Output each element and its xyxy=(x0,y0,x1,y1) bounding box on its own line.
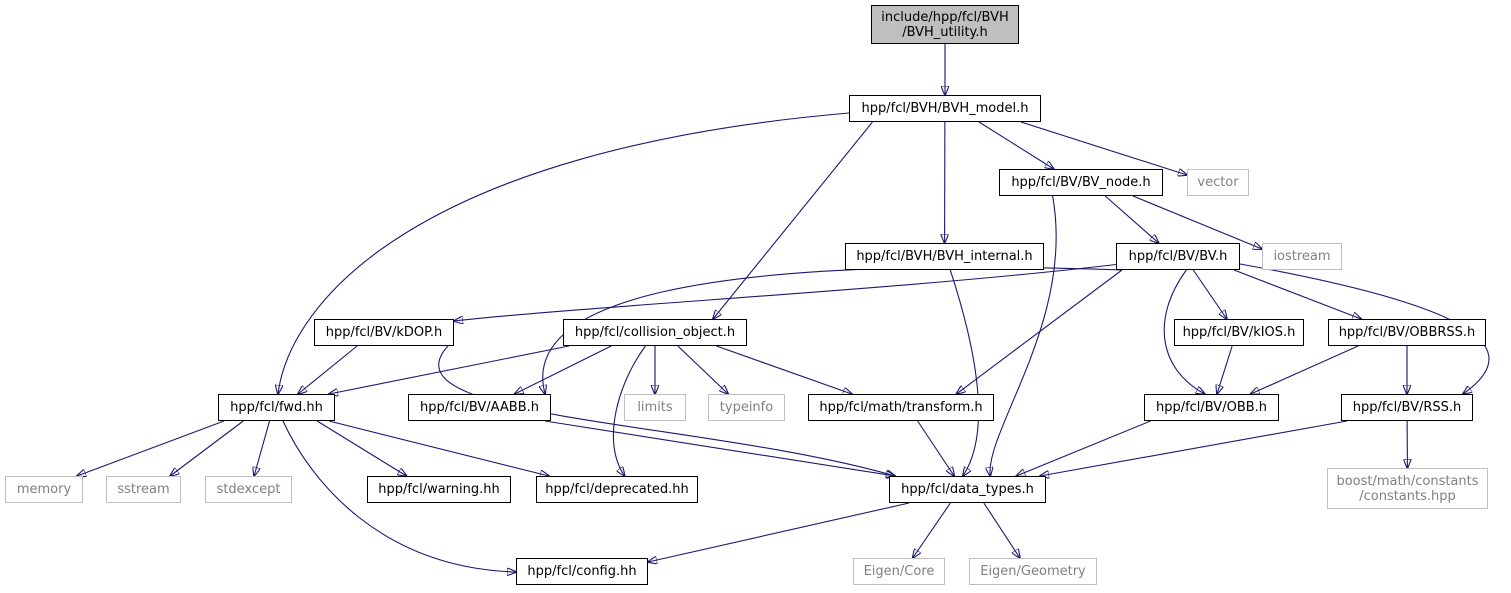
node-stdexcept: stdexcept xyxy=(205,476,292,503)
edge-bv-node-to-data-types xyxy=(990,196,1056,476)
node-warning[interactable]: hpp/fcl/warning.hh xyxy=(367,476,511,503)
node-label-line: /BVH_utility.h xyxy=(902,25,988,40)
edge-data-types-to-eigen-geometry xyxy=(984,503,1020,558)
node-sstream: sstream xyxy=(106,476,181,503)
node-label-line: limits xyxy=(637,400,672,415)
node-label-line: hpp/fcl/BV/kDOP.h xyxy=(326,325,443,340)
edge-bv-h-to-obbrss xyxy=(1234,270,1361,319)
node-label-line: hpp/fcl/BV/OBBRSS.h xyxy=(1339,325,1476,340)
node-label-line: hpp/fcl/BVH/BVH_model.h xyxy=(862,101,1029,116)
node-root[interactable]: include/hpp/fcl/BVH/BVH_utility.h xyxy=(871,5,1019,44)
node-bvh-model[interactable]: hpp/fcl/BVH/BVH_model.h xyxy=(849,95,1041,122)
node-label-line: hpp/fcl/BV/BV.h xyxy=(1129,249,1228,264)
node-label-line: sstream xyxy=(117,482,169,497)
node-label-line: hpp/fcl/config.hh xyxy=(527,564,636,579)
node-limits: limits xyxy=(624,394,686,421)
node-transform[interactable]: hpp/fcl/math/transform.h xyxy=(808,394,994,421)
node-aabb[interactable]: hpp/fcl/BV/AABB.h xyxy=(408,394,551,421)
edge-bv-h-to-kios xyxy=(1193,270,1227,319)
edge-collision-object-to-transform xyxy=(717,346,852,394)
node-fwd[interactable]: hpp/fcl/fwd.hh xyxy=(218,394,335,421)
edge-kios-to-obb xyxy=(1217,346,1232,394)
edge-collision-object-to-fwd xyxy=(329,346,569,394)
node-data-types[interactable]: hpp/fcl/data_types.h xyxy=(889,476,1046,503)
node-iostream: iostream xyxy=(1262,243,1342,270)
node-label-line: hpp/fcl/deprecated.hh xyxy=(545,482,688,497)
edge-data-types-to-eigen-core xyxy=(913,503,951,558)
node-label-line: hpp/fcl/BV/kIOS.h xyxy=(1183,325,1296,340)
node-label-line: memory xyxy=(17,482,71,497)
node-label-line: boost/math/constants xyxy=(1336,474,1478,489)
node-label-line: hpp/fcl/BVH/BVH_internal.h xyxy=(856,249,1032,264)
node-bv-node[interactable]: hpp/fcl/BV/BV_node.h xyxy=(999,169,1163,196)
node-kdop[interactable]: hpp/fcl/BV/kDOP.h xyxy=(314,319,454,346)
edge-fwd-to-stdexcept xyxy=(254,421,269,476)
edge-data-types-to-config xyxy=(648,503,909,562)
node-label-line: hpp/fcl/warning.hh xyxy=(378,482,500,497)
node-label-line: hpp/fcl/BV/BV_node.h xyxy=(1011,175,1150,190)
node-label-line: stdexcept xyxy=(217,482,281,497)
edge-obbrss-to-obb xyxy=(1251,346,1359,394)
edge-collision-object-to-typeinfo xyxy=(678,346,728,394)
node-label-line: hpp/fcl/BV/AABB.h xyxy=(420,400,539,415)
node-label-line: /constants.hpp xyxy=(1359,489,1456,504)
node-label-line: hpp/fcl/math/transform.h xyxy=(819,400,982,415)
edge-collision-object-to-aabb xyxy=(515,346,612,394)
node-label-line: hpp/fcl/fwd.hh xyxy=(230,400,323,415)
edge-bvh-internal-to-data-types xyxy=(950,270,978,476)
edge-transform-to-data-types xyxy=(918,421,955,476)
node-rss[interactable]: hpp/fcl/BV/RSS.h xyxy=(1341,394,1473,421)
node-label-line: include/hpp/fcl/BVH xyxy=(881,10,1009,25)
node-vector: vector xyxy=(1187,169,1249,196)
node-obbrss[interactable]: hpp/fcl/BV/OBBRSS.h xyxy=(1328,319,1486,346)
node-config[interactable]: hpp/fcl/config.hh xyxy=(516,558,648,585)
node-collision-object[interactable]: hpp/fcl/collision_object.h xyxy=(563,319,747,346)
node-eigen-core: Eigen/Core xyxy=(853,558,945,585)
edge-bv-h-to-transform xyxy=(956,270,1122,394)
edge-bv-node-to-iostream xyxy=(1133,196,1262,249)
node-label-line: hpp/fcl/collision_object.h xyxy=(575,325,735,340)
node-label-line: Eigen/Geometry xyxy=(980,564,1086,579)
node-memory: memory xyxy=(5,476,83,503)
node-deprecated[interactable]: hpp/fcl/deprecated.hh xyxy=(536,476,698,503)
node-label-line: Eigen/Core xyxy=(864,564,935,579)
node-label-line: typeinfo xyxy=(720,400,773,415)
edge-rss-to-data-types xyxy=(1040,421,1347,476)
edge-bvh-model-to-fwd xyxy=(278,113,849,394)
edge-kdop-to-fwd xyxy=(298,346,357,394)
node-label-line: hpp/fcl/BV/RSS.h xyxy=(1353,400,1462,415)
node-obb[interactable]: hpp/fcl/BV/OBB.h xyxy=(1144,394,1279,421)
node-boost-constants: boost/math/constants/constants.hpp xyxy=(1327,468,1488,509)
node-label-line: hpp/fcl/BV/OBB.h xyxy=(1156,400,1267,415)
edge-aabb-to-data-types xyxy=(545,421,895,476)
node-eigen-geometry: Eigen/Geometry xyxy=(969,558,1097,585)
node-bvh-internal[interactable]: hpp/fcl/BVH/BVH_internal.h xyxy=(845,243,1044,270)
node-typeinfo: typeinfo xyxy=(708,394,785,421)
edge-bvh-model-to-vector xyxy=(1021,122,1187,175)
node-kios[interactable]: hpp/fcl/BV/kIOS.h xyxy=(1174,319,1304,346)
edge-bv-h-to-kdop xyxy=(454,265,1116,322)
edge-fwd-to-sstream xyxy=(170,421,243,476)
node-label-line: hpp/fcl/data_types.h xyxy=(901,482,1034,497)
node-label-line: vector xyxy=(1197,175,1238,190)
node-label-line: iostream xyxy=(1273,249,1330,264)
node-bv-h[interactable]: hpp/fcl/BV/BV.h xyxy=(1116,243,1240,270)
edge-fwd-to-memory xyxy=(77,421,224,476)
